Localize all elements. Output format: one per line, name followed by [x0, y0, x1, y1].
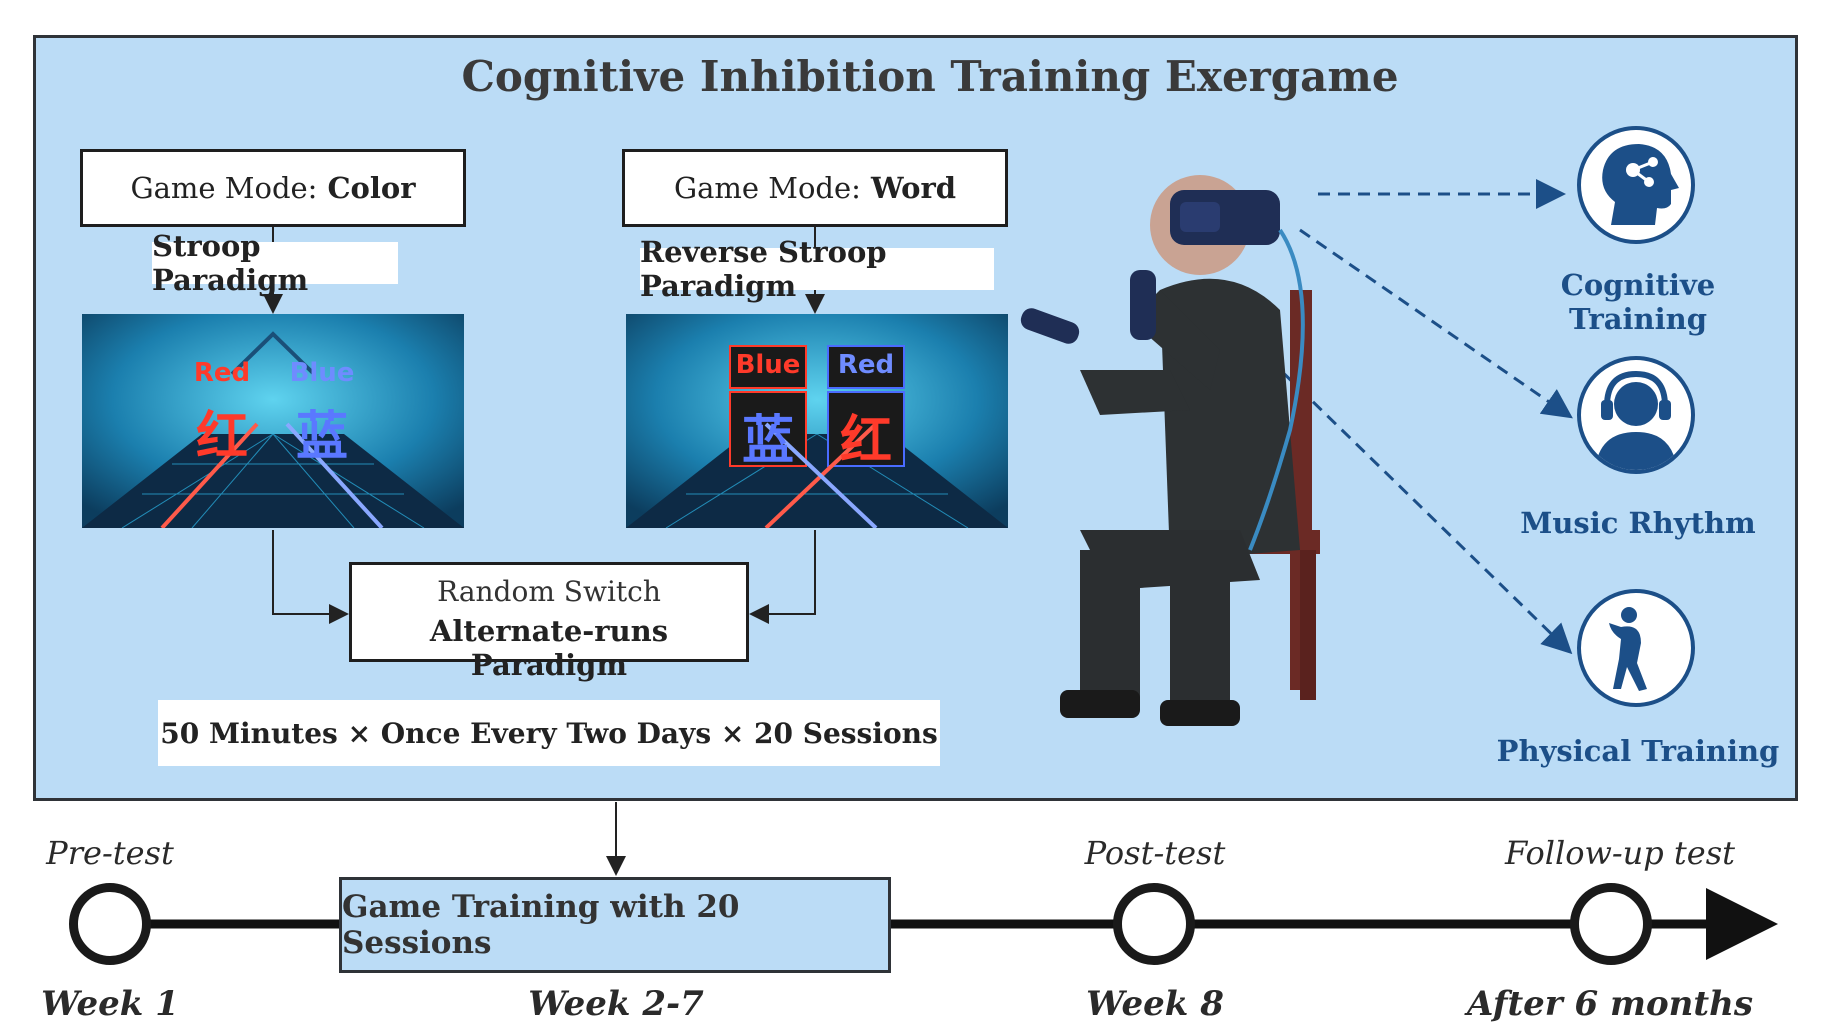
game-mode-color-box: Game Mode: Color	[80, 149, 466, 227]
reverse-stroop-paradigm-label: Reverse Stroop Paradigm	[640, 235, 994, 303]
stimulus-char-2: 红	[839, 411, 892, 471]
week-8-label: Week 8	[1086, 984, 1224, 1024]
physical-training-icon	[1577, 589, 1695, 707]
stimulus-char-1: 蓝	[741, 411, 794, 471]
music-rhythm-icon	[1577, 356, 1695, 474]
stroop-paradigm-label: Stroop Paradigm	[152, 229, 398, 297]
game-mode-color-value: Color	[327, 171, 416, 205]
cognitive-training-label: Cognitive Training	[1560, 268, 1716, 336]
after-6-months-label: After 6 months	[1467, 984, 1753, 1024]
stimulus-char-2: 蓝	[295, 407, 348, 467]
stretching-person-icon	[1609, 607, 1647, 691]
word-mode-game-screenshot: Blue Red 蓝 红	[626, 314, 1008, 528]
game-mode-word-prefix: Game Mode:	[673, 171, 861, 205]
cognitive-training-icon	[1577, 126, 1695, 244]
physical-training-label: Physical Training	[1496, 734, 1780, 768]
stimulus-word-1: Blue	[735, 350, 801, 380]
random-switch-box: Random Switch Alternate-runs Paradigm	[349, 562, 749, 682]
stimulus-word-2: Blue	[289, 358, 355, 388]
diagram-title: Cognitive Inhibition Training Exergame	[461, 52, 1399, 101]
stimulus-char-1: 红	[195, 407, 248, 467]
music-rhythm-label: Music Rhythm	[1520, 506, 1756, 540]
post-test-label: Post-test	[1084, 834, 1226, 872]
stimulus-word-1: Red	[193, 358, 251, 388]
game-mode-word-value: Word	[870, 171, 957, 205]
training-schedule: 50 Minutes × Once Every Two Days × 20 Se…	[158, 700, 940, 766]
headphones-person-icon	[1595, 370, 1677, 470]
week-1-label: Week 1	[41, 984, 179, 1024]
week-2-7-label: Week 2-7	[528, 984, 704, 1024]
alternate-runs-paradigm-label: Alternate-runs Paradigm	[429, 614, 669, 682]
follow-up-milestone	[1570, 883, 1652, 965]
pre-test-label: Pre-test	[46, 834, 174, 872]
follow-up-test-label: Follow-up test	[1505, 834, 1735, 872]
pre-test-milestone	[69, 883, 151, 965]
color-mode-game-screenshot: Red Blue 红 蓝	[82, 314, 464, 528]
word-mode-scene	[626, 314, 1008, 528]
random-switch-label: Random Switch	[437, 575, 661, 608]
game-training-box: Game Training with 20 Sessions	[339, 877, 891, 973]
brain-head-icon	[1602, 144, 1679, 225]
game-mode-word-box: Game Mode: Word	[622, 149, 1008, 227]
color-mode-scene	[82, 314, 464, 528]
game-mode-color-prefix: Game Mode:	[130, 171, 318, 205]
post-test-milestone	[1113, 883, 1195, 965]
stimulus-word-2: Red	[837, 350, 895, 380]
vr-player-photo	[1020, 175, 1320, 726]
